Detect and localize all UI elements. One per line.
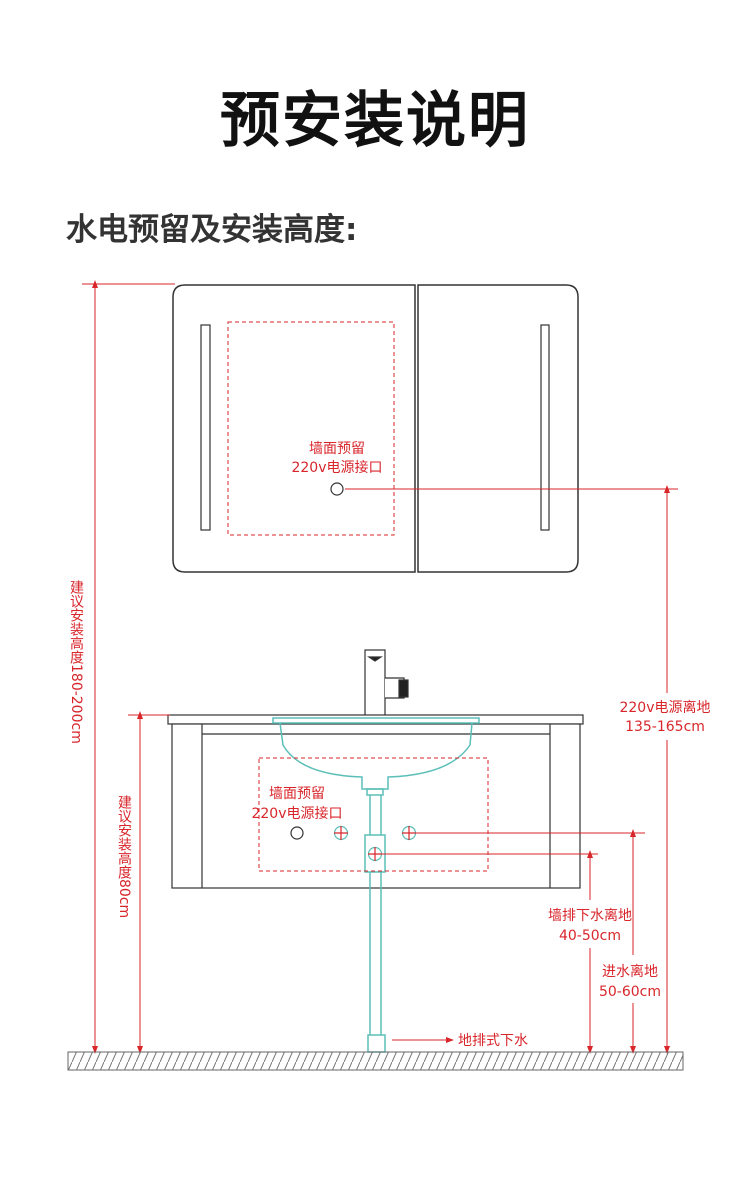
water-inlet-label-2: 50-60cm — [599, 984, 661, 1000]
water-inlet-label-1: 进水离地 — [602, 963, 658, 980]
vanity-height-label: 建议安装高度80cm — [116, 795, 132, 919]
wall-drain-label-1: 墙排下水离地 — [548, 907, 632, 924]
wall-drain-icon — [367, 846, 383, 862]
mirror-height-label: 建议安装高度180-200cm — [68, 580, 84, 744]
mirror-socket-icon — [330, 482, 344, 496]
wall-drain-label-2: 40-50cm — [559, 928, 621, 944]
page-title: 预安装说明 — [220, 86, 530, 156]
mirror-socket-label-1: 墙面预留 — [309, 441, 365, 457]
mirror-cabinet: 墙面预留 220v电源接口 — [172, 284, 579, 573]
led-strip-left — [200, 324, 211, 531]
mirror-reserved-area — [227, 321, 395, 536]
vanity-reserved-area — [258, 757, 489, 872]
mirror-socket-label-2: 220v电源接口 — [291, 459, 382, 476]
led-strip-right — [540, 324, 550, 531]
vanity-socket-label-1: 墙面预留 — [269, 786, 325, 802]
vanity-socket-icon — [290, 826, 304, 840]
floor-drain-label: 地排式下水 — [458, 1033, 528, 1049]
faucet — [364, 649, 409, 717]
floor — [67, 1051, 684, 1071]
power-height-label-2: 135-165cm — [625, 719, 705, 735]
water-inlet-icon — [401, 825, 417, 841]
water-inlet-icon — [333, 825, 349, 841]
dimension-lines — [82, 280, 678, 1054]
power-height-label-1: 220v电源离地 — [619, 699, 710, 716]
section-title: 水电预留及安装高度: — [66, 212, 358, 248]
vanity-cabinet — [167, 714, 584, 889]
vanity-socket-label-2: 220v电源接口 — [251, 805, 342, 822]
